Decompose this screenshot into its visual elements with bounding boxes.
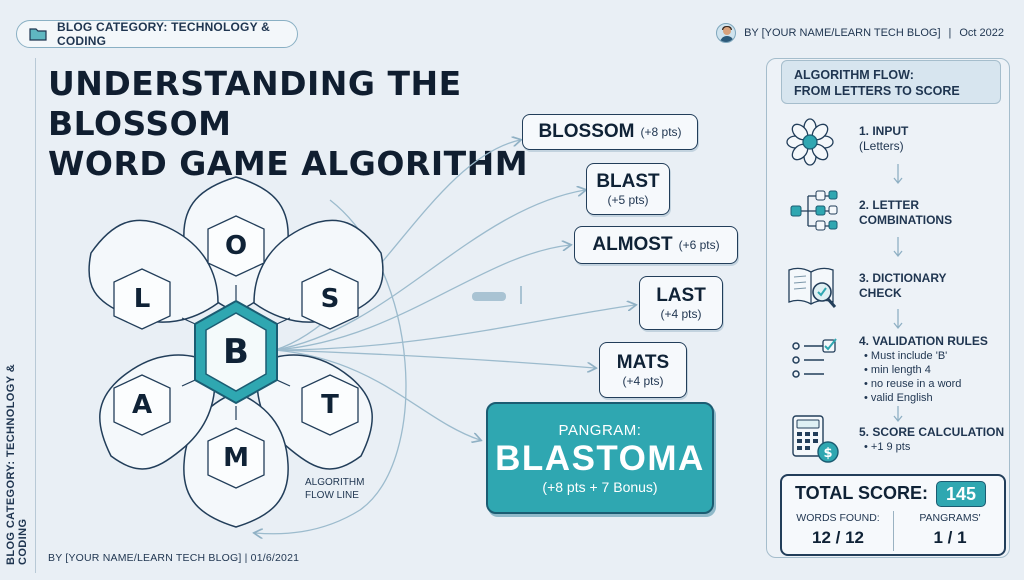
petal-letter-m: M [223,443,249,473]
pangrams-stat: PANGRAMS' 1 / 1 [919,512,981,547]
word-card-last: LAST (+4 pts) [639,276,723,330]
author-name: BY [YOUR NAME/LEARN TECH BLOG] [744,27,941,39]
flow-line-mats [274,349,595,368]
checklist-icon [790,338,838,389]
left-divider [35,58,36,573]
category-badge-label: BLOG CATEGORY: TECHNOLOGY & CODING [57,20,270,48]
category-badge[interactable]: BLOG CATEGORY: TECHNOLOGY & CODING [16,20,298,48]
step-score-calculation: 5. SCORE CALCULATION • +1 9 pts [859,425,1005,453]
avatar [716,23,737,43]
panel-heading: ALGORITHM FLOW: FROM LETTERS TO SCORE [781,60,1001,104]
pangram-label: PANGRAM: [558,421,642,439]
publish-date: Oct 2022 [959,27,1004,39]
byline-separator: | [948,27,952,39]
step-validation-rules: 4. VALIDATION RULES • Must include 'B' •… [859,334,988,404]
petal-letter-t: T [321,390,339,420]
flow-arrow-2 [893,237,903,258]
flow-line-almost [274,245,570,351]
step-dictionary-check: 3. DICTIONARY CHECK [859,271,947,300]
step-letter-combinations: 2. LETTER COMBINATIONS [859,198,953,227]
book-magnifier-icon [786,262,838,317]
petal-letter-a: A [132,390,152,420]
flow-line-blossom [274,140,520,351]
word-card-blossom: BLOSSOM (+8 pts) [522,114,698,150]
flow-line-blast [274,190,585,351]
words-found-stat: WORDS FOUND: 12 / 12 [796,512,880,547]
word-card-mats: MATS (+4 pts) [599,342,687,398]
step-input: 1. INPUT (Letters) [859,124,909,153]
footer-byline: BY [YOUR NAME/LEARN TECH BLOG] | 01/6/20… [48,552,300,564]
word-card-blast: BLAST (+5 pts) [586,163,670,215]
pangram-card: PANGRAM: BLASTOMA (+8 pts + 7 Bonus) [486,402,714,514]
folder-icon [29,27,47,41]
letter-tile-s [301,268,359,330]
pangram-points: (+8 pts + 7 Bonus) [542,478,658,495]
flower-icon [786,118,834,171]
letter-tile-m [207,427,265,489]
petal-letter-o: O [225,231,247,261]
letter-tile-t [301,374,359,436]
calculator-coin-icon: $ [790,414,840,469]
score-divider [893,511,894,551]
tree-diagram-icon [788,186,838,241]
flow-arrow-3 [893,309,903,330]
total-score-value: 145 [936,481,986,507]
letter-tile-l [113,268,171,330]
page-title: UNDERSTANDING THE BLOSSOM WORD GAME ALGO… [48,64,608,184]
center-letter: B [223,332,249,372]
pangram-word: BLASTOMA [495,438,705,478]
letter-tile-a [113,374,171,436]
flow-line-last [274,305,635,351]
total-score-label: TOTAL SCORE: [795,483,929,503]
petal-letter-l: L [134,284,151,314]
title-line-2: WORD GAME ALGORITHM [48,144,529,183]
decorative-dash [472,292,506,301]
author-byline: BY [YOUR NAME/LEARN TECH BLOG] | Oct 202… [716,22,1004,44]
svg-text:$: $ [823,446,832,461]
flow-line-pangram [274,349,480,440]
flow-arrow-1 [893,164,903,185]
letter-tile-o [207,215,265,277]
word-card-almost: ALMOST (+6 pts) [574,226,738,264]
flow-arrow-4 [893,406,903,423]
title-line-1: UNDERSTANDING THE BLOSSOM [48,64,462,143]
decorative-tick [520,286,522,304]
petal-letter-s: S [321,284,340,314]
algorithm-flow-label: ALGORITHM FLOW LINE [305,477,365,501]
